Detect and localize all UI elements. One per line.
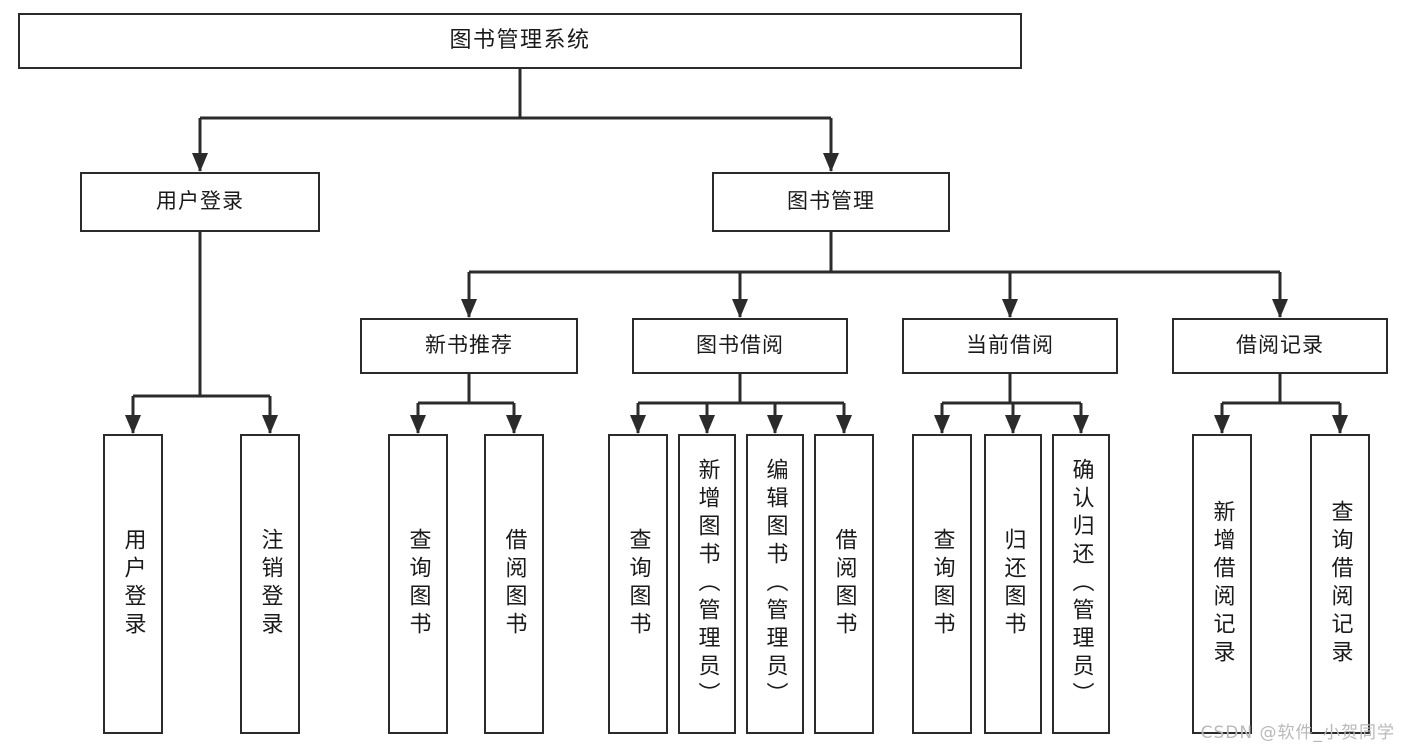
node-label: 查询图书 [625,528,651,640]
edge-arrowhead-icon [823,153,839,172]
node-leaf-cur-2[interactable]: 归还图书 [984,434,1042,734]
node-label: 借阅图书 [501,528,527,640]
edge-arrowhead-icon [506,415,522,434]
node-leaf-bor-1[interactable]: 查询图书 [608,434,668,734]
node-root[interactable]: 图书管理系统 [18,13,1022,69]
node-label: 编辑图书（管理员） [762,458,788,710]
node-leaf-new-1[interactable]: 查询图书 [388,434,448,734]
node-label: 归还图书 [1000,528,1026,640]
node-leaf-cur-3[interactable]: 确认归还（管理员） [1052,434,1110,734]
node-leaf-login-1[interactable]: 用户登录 [103,434,163,734]
node-login[interactable]: 用户登录 [80,172,320,232]
edge-arrowhead-icon [1005,415,1021,434]
node-leaf-new-2[interactable]: 借阅图书 [484,434,544,734]
edge-arrowhead-icon [410,415,426,434]
node-label: 借阅图书 [831,528,857,640]
edge-arrowhead-icon [630,415,646,434]
edge-arrowhead-icon [836,415,852,434]
node-label: 新增借阅记录 [1209,500,1235,668]
edge-arrowhead-icon [1214,415,1230,434]
node-label: 新增图书（管理员） [694,458,720,710]
node-label: 借阅记录 [1236,333,1324,358]
edge-arrowhead-icon [262,415,278,434]
edge-arrowhead-icon [1002,299,1018,318]
node-records[interactable]: 借阅记录 [1172,318,1388,374]
node-label: 查询借阅记录 [1327,500,1353,668]
edge-arrowhead-icon [1332,415,1348,434]
node-newbook[interactable]: 新书推荐 [360,318,578,374]
node-label: 当前借阅 [966,333,1054,358]
node-label: 图书管理 [787,189,875,214]
node-label: 用户登录 [156,189,244,214]
node-leaf-cur-1[interactable]: 查询图书 [912,434,972,734]
edge-arrowhead-icon [767,415,783,434]
edge-arrowhead-icon [192,153,208,172]
node-bookmgmt[interactable]: 图书管理 [712,172,950,232]
node-label: 查询图书 [929,528,955,640]
node-leaf-login-2[interactable]: 注销登录 [240,434,300,734]
node-current[interactable]: 当前借阅 [902,318,1118,374]
node-leaf-bor-3[interactable]: 编辑图书（管理员） [746,434,804,734]
node-label: 新书推荐 [425,333,513,358]
edge-arrowhead-icon [699,415,715,434]
edge-arrowhead-icon [125,415,141,434]
node-leaf-bor-2[interactable]: 新增图书（管理员） [678,434,736,734]
node-label: 图书借阅 [696,333,784,358]
edge-arrowhead-icon [461,299,477,318]
edge-arrowhead-icon [1272,299,1288,318]
edge-arrowhead-icon [1073,415,1089,434]
node-label: 图书管理系统 [449,27,591,53]
node-label: 用户登录 [120,528,146,640]
edge-arrowhead-icon [732,299,748,318]
node-label: 注销登录 [257,528,283,640]
node-leaf-rec-1[interactable]: 新增借阅记录 [1192,434,1252,734]
node-leaf-bor-4[interactable]: 借阅图书 [814,434,874,734]
node-label: 查询图书 [405,528,431,640]
watermark-label: CSDN @软件_小贺同学 [1200,723,1395,743]
node-borrow[interactable]: 图书借阅 [632,318,848,374]
edge-arrowhead-icon [934,415,950,434]
node-label: 确认归还（管理员） [1068,458,1094,710]
node-leaf-rec-2[interactable]: 查询借阅记录 [1310,434,1370,734]
